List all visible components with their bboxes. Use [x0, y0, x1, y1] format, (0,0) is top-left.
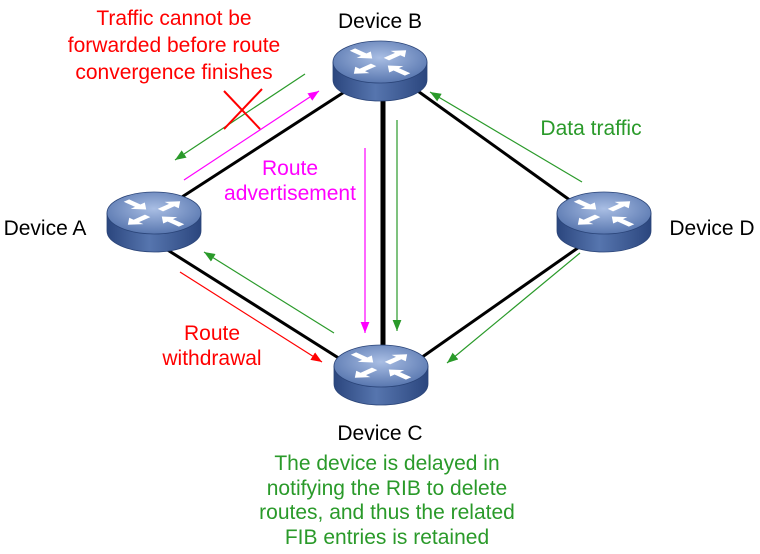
note-line: FIB entries is retained: [285, 526, 489, 549]
device-c-label: Device C: [337, 422, 422, 445]
data-traffic-arrow-c-to-a: [203, 251, 335, 334]
link-a-b: [167, 85, 353, 208]
links: [165, 82, 593, 371]
router-icon: [556, 191, 652, 253]
link-b-d: [407, 82, 593, 218]
device-b-label: Device B: [338, 10, 422, 33]
router-icon: [333, 344, 429, 406]
route-advertisement-arrow-a-to-b: [183, 90, 320, 181]
note-line: Route: [184, 322, 240, 345]
traffic-blocked-note: Traffic cannot be forwarded before route c…: [68, 7, 280, 84]
data-traffic-arrow-d-to-b: [429, 91, 583, 183]
note-line: routes, and thus the related: [259, 501, 515, 524]
note-line: forwarded before route: [68, 34, 280, 57]
note-line: advertisement: [224, 182, 356, 205]
link-a-c: [165, 247, 357, 371]
note-line: Traffic cannot be: [96, 7, 251, 30]
note-line: withdrawal: [161, 347, 261, 370]
route-withdrawal-arrow-a-to-c: [179, 271, 323, 363]
device-a: Device A: [4, 191, 202, 253]
device-d-label: Device D: [669, 217, 754, 240]
router-icon: [332, 40, 428, 102]
data-traffic-label: Data traffic: [540, 117, 641, 140]
cross-icon: [223, 88, 263, 130]
data-traffic-arrow-b-to-a: [174, 73, 306, 161]
note-line: The device is delayed in: [274, 452, 499, 475]
device-c: Device C: [333, 344, 429, 445]
note-line: Route: [262, 157, 318, 180]
note-line: convergence finishes: [75, 61, 272, 84]
flows: [174, 73, 583, 364]
router-icon: [106, 191, 202, 253]
note-line: Data traffic: [540, 117, 641, 140]
data-traffic-arrow-d-to-c: [446, 252, 581, 364]
cross-stroke-2: [223, 88, 263, 130]
device-b: Device B: [332, 10, 428, 102]
device-a-label: Device A: [4, 217, 87, 240]
note-line: notifying the RIB to delete: [267, 477, 508, 500]
link-c-d: [407, 236, 593, 369]
device-d: Device D: [556, 191, 755, 253]
